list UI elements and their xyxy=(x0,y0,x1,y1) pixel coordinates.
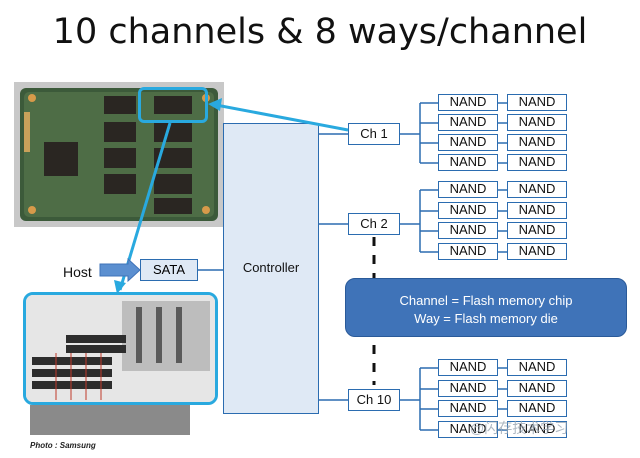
nand-chip: NAND xyxy=(507,114,567,131)
sata-label: SATA xyxy=(152,262,186,277)
channel-label: Ch 2 xyxy=(360,216,388,231)
chip-highlight xyxy=(138,87,208,123)
nand-chip: NAND xyxy=(438,421,498,438)
die-strip xyxy=(30,405,190,435)
nand-chip: NAND xyxy=(438,154,498,171)
ssd-board-photo xyxy=(14,82,224,227)
channel-box-ch1: Ch 1 xyxy=(348,123,400,145)
nand-chip: NAND xyxy=(438,134,498,151)
die-photo xyxy=(26,295,215,402)
nand-chip: NAND xyxy=(507,243,567,260)
diagram-title: 10 channels & 8 ways/channel xyxy=(52,12,588,52)
definition-callout: Channel = Flash memory chip Way = Flash … xyxy=(345,278,627,337)
channel-label: Ch 10 xyxy=(356,392,392,407)
nand-chip: NAND xyxy=(507,94,567,111)
controller-label: Controller xyxy=(242,260,300,275)
nand-chip: NAND xyxy=(507,222,567,239)
die-photo-frame xyxy=(23,292,218,405)
nand-chip: NAND xyxy=(438,181,498,198)
watermark: @闪存技术学习 xyxy=(470,420,569,436)
callout-line-way: Way = Flash memory die xyxy=(414,311,558,326)
nand-chip: NAND xyxy=(507,181,567,198)
channel-box-ch10: Ch 10 xyxy=(348,389,400,411)
photo-caption: Photo : Samsung xyxy=(30,441,96,450)
nand-chip: NAND xyxy=(507,380,567,397)
nand-chip: NAND xyxy=(438,359,498,376)
channel-label: Ch 1 xyxy=(360,126,388,141)
nand-chip: NAND xyxy=(438,202,498,219)
host-label: Host xyxy=(63,264,92,280)
nand-chip: NAND xyxy=(438,380,498,397)
nand-chip: NAND xyxy=(438,243,498,260)
controller-box: Controller xyxy=(223,123,319,414)
sata-box: SATA xyxy=(140,259,198,281)
nand-chip: NAND xyxy=(507,154,567,171)
nand-chip: NAND xyxy=(507,134,567,151)
nand-chip: NAND xyxy=(438,222,498,239)
channel-box-ch2: Ch 2 xyxy=(348,213,400,235)
nand-chip: NAND xyxy=(507,421,567,438)
nand-chip: NAND xyxy=(507,359,567,376)
nand-chip: NAND xyxy=(438,114,498,131)
nand-chip: NAND xyxy=(507,400,567,417)
nand-chip: NAND xyxy=(438,94,498,111)
nand-chip: NAND xyxy=(438,400,498,417)
callout-line-channel: Channel = Flash memory chip xyxy=(399,293,573,308)
nand-chip: NAND xyxy=(507,202,567,219)
